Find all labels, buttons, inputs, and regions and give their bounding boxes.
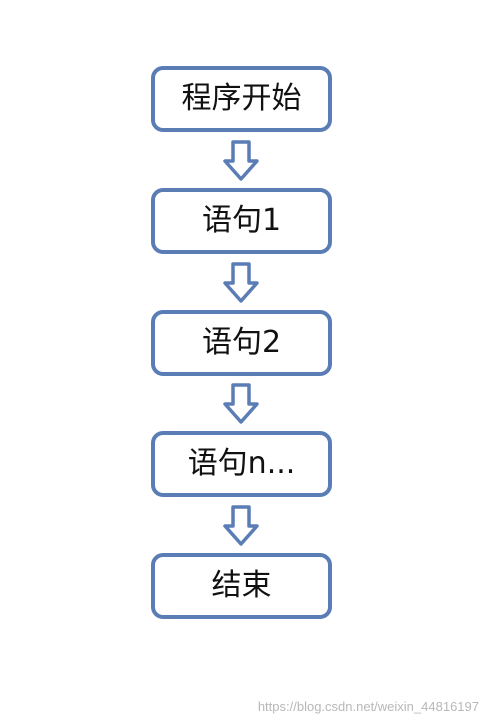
step-label: 语句1 xyxy=(201,203,282,238)
down-arrow-icon xyxy=(223,383,259,424)
step-box-statement-2: 语句2 xyxy=(151,310,332,376)
step-label: 语句n... xyxy=(187,446,296,481)
step-label: 程序开始 xyxy=(181,81,302,116)
down-arrow-icon xyxy=(223,505,259,546)
step-box-program-start: 程序开始 xyxy=(151,66,332,132)
step-box-end: 结束 xyxy=(151,553,332,619)
watermark: https://blog.csdn.net/weixin_44816197 xyxy=(257,699,479,714)
down-arrow-icon xyxy=(223,140,259,181)
step-box-statement-n: 语句n... xyxy=(151,431,332,497)
down-arrow-icon xyxy=(223,262,259,303)
step-label: 语句2 xyxy=(201,325,282,360)
step-label: 结束 xyxy=(211,568,272,603)
step-box-statement-1: 语句1 xyxy=(151,188,332,254)
